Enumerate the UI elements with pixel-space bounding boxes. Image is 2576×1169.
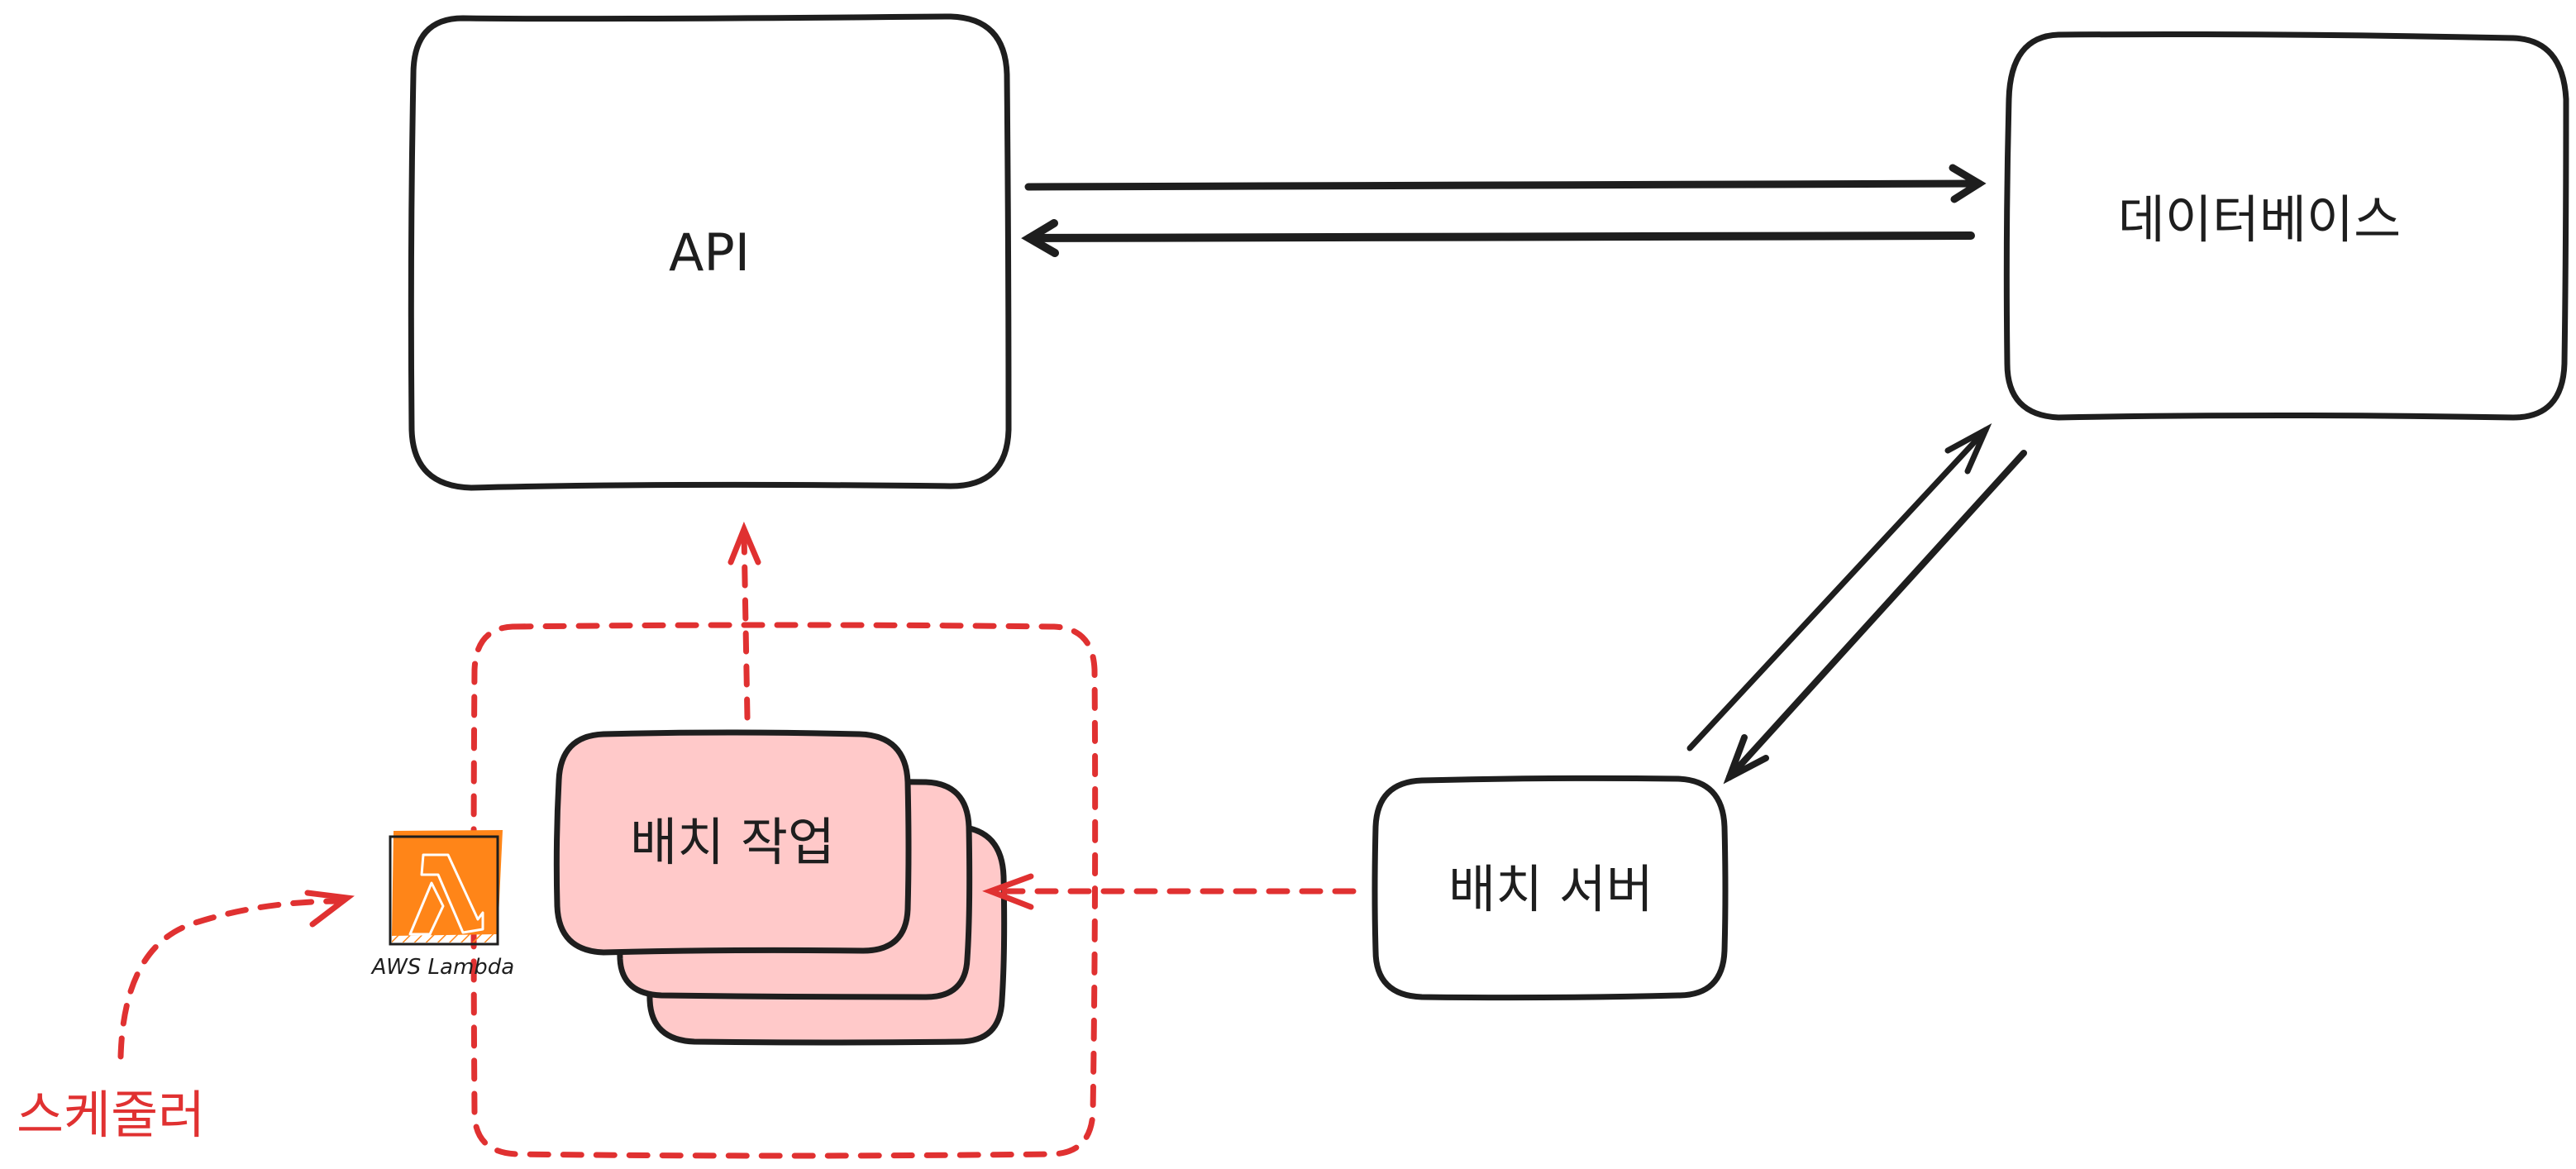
arrow-batch-server-to-batch-job bbox=[982, 873, 1357, 910]
database-box bbox=[2003, 31, 2569, 421]
batch-server-box bbox=[1371, 775, 1729, 1001]
scheduler-label: 스케줄러 bbox=[17, 1085, 205, 1145]
arrow-database-to-batch-server bbox=[1723, 450, 2027, 785]
arrow-scheduler-to-lambda bbox=[117, 890, 355, 1060]
arrow-batch-server-to-database bbox=[1686, 423, 1992, 752]
lambda-icon bbox=[389, 830, 503, 946]
database-label: 데이터베이스 bbox=[2118, 189, 2401, 250]
batch-job-node[interactable]: 배치 작업 bbox=[553, 729, 1008, 1046]
batch-server-label: 배치 서버 bbox=[1448, 859, 1653, 919]
lambda-label: AWS Lambda bbox=[370, 955, 515, 980]
lambda-node[interactable]: AWS Lambda bbox=[370, 830, 515, 980]
batch-job-label: 배치 작업 bbox=[630, 812, 835, 872]
api-box bbox=[408, 13, 1012, 491]
batch-job-card-front bbox=[553, 729, 912, 956]
api-node[interactable]: API bbox=[408, 13, 1012, 491]
batch-server-node[interactable]: 배치 서버 bbox=[1371, 775, 1729, 1001]
database-node[interactable]: 데이터베이스 bbox=[2003, 31, 2569, 421]
arrow-database-to-api bbox=[1021, 219, 1975, 257]
arrow-api-to-database bbox=[1024, 164, 1987, 203]
arrow-batch-job-to-api bbox=[727, 521, 761, 721]
api-label: API bbox=[669, 222, 750, 283]
